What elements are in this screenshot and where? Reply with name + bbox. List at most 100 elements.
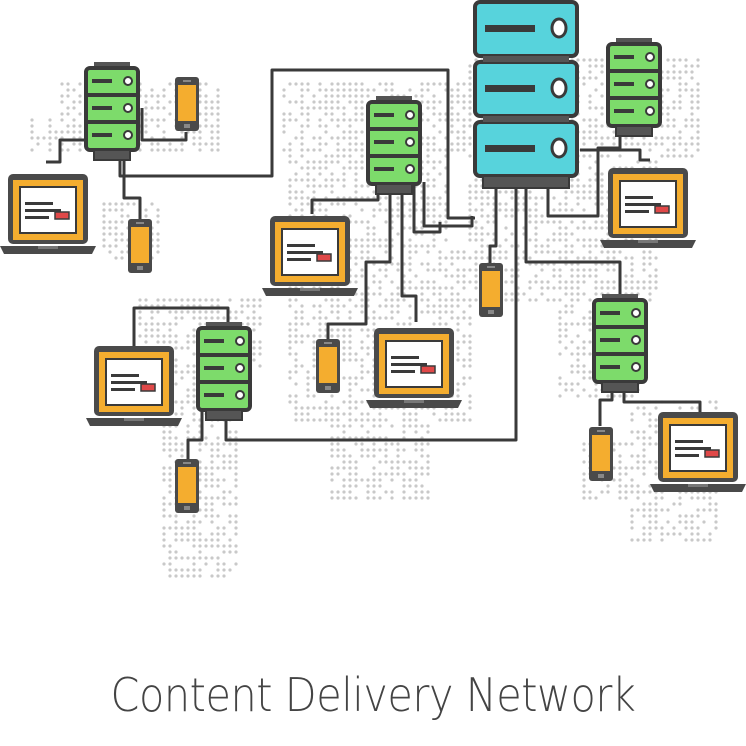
- map-dot: [192, 382, 196, 386]
- map-dot: [642, 268, 646, 272]
- map-dot: [642, 526, 646, 530]
- map-dot: [582, 82, 586, 86]
- map-dot: [372, 454, 376, 458]
- map-dot: [378, 244, 382, 248]
- map-dot: [588, 154, 592, 158]
- map-dot: [426, 250, 430, 254]
- map-dot: [348, 298, 352, 302]
- map-dot: [534, 196, 538, 200]
- map-dot: [576, 268, 580, 272]
- map-dot: [210, 448, 214, 452]
- map-dot: [306, 166, 310, 170]
- map-dot: [630, 520, 634, 524]
- map-dot: [486, 220, 490, 224]
- map-dot: [354, 172, 358, 176]
- map-dot: [354, 484, 358, 488]
- map-dot: [204, 508, 208, 512]
- map-dot: [474, 220, 478, 224]
- map-dot: [462, 286, 466, 290]
- map-dot: [678, 142, 682, 146]
- map-dot: [408, 424, 412, 428]
- map-dot: [600, 58, 604, 62]
- map-dot: [168, 148, 172, 152]
- map-dot: [156, 238, 160, 242]
- map-dot: [150, 94, 154, 98]
- map-dot: [390, 496, 394, 500]
- map-dot: [450, 106, 454, 110]
- map-dot: [330, 466, 334, 470]
- map-dot: [594, 238, 598, 242]
- map-dot: [318, 124, 322, 128]
- map-dot: [180, 130, 184, 134]
- map-dot: [630, 538, 634, 542]
- map-dot: [636, 280, 640, 284]
- map-dot: [396, 310, 400, 314]
- map-dot: [702, 508, 706, 512]
- map-dot: [216, 574, 220, 578]
- map-dot: [342, 202, 346, 206]
- map-dot: [330, 100, 334, 104]
- map-dot: [360, 328, 364, 332]
- map-dot: [162, 106, 166, 110]
- map-dot: [588, 118, 592, 122]
- map-dot: [66, 82, 70, 86]
- map-dot: [234, 502, 238, 506]
- map-dot: [588, 322, 592, 326]
- map-dot: [576, 394, 580, 398]
- map-dot: [666, 136, 670, 140]
- map-dot: [582, 496, 586, 500]
- map-dot: [234, 466, 238, 470]
- map-dot: [594, 136, 598, 140]
- map-dot: [120, 238, 124, 242]
- map-dot: [630, 142, 634, 146]
- map-dot: [408, 238, 412, 242]
- map-dot: [426, 82, 430, 86]
- map-dot: [216, 94, 220, 98]
- map-dot: [594, 58, 598, 62]
- map-dot: [186, 334, 190, 338]
- map-dot: [360, 442, 364, 446]
- map-dot: [474, 274, 478, 278]
- map-dot: [384, 316, 388, 320]
- map-dot: [300, 148, 304, 152]
- map-dot: [576, 202, 580, 206]
- map-dot: [648, 514, 652, 518]
- map-dot: [426, 304, 430, 308]
- map-dot: [696, 526, 700, 530]
- map-dot: [462, 268, 466, 272]
- map-dot: [426, 268, 430, 272]
- map-dot: [648, 520, 652, 524]
- map-dot: [216, 106, 220, 110]
- map-dot: [342, 484, 346, 488]
- map-dot: [234, 520, 238, 524]
- map-dot: [576, 280, 580, 284]
- map-dot: [438, 322, 442, 326]
- map-dot: [174, 358, 178, 362]
- map-dot: [606, 268, 610, 272]
- map-dot: [192, 364, 196, 368]
- map-dot: [324, 100, 328, 104]
- map-dot: [204, 118, 208, 122]
- map-dot: [222, 496, 226, 500]
- map-dot: [408, 226, 412, 230]
- map-dot: [426, 208, 430, 212]
- map-dot: [306, 334, 310, 338]
- map-dot: [432, 214, 436, 218]
- map-dot: [132, 202, 136, 206]
- map-dot: [576, 292, 580, 296]
- map-dot: [348, 88, 352, 92]
- map-dot: [684, 124, 688, 128]
- map-dot: [588, 310, 592, 314]
- map-dot: [174, 346, 178, 350]
- map-dot: [570, 364, 574, 368]
- map-dot: [210, 466, 214, 470]
- map-dot: [474, 298, 478, 302]
- map-dot: [342, 448, 346, 452]
- map-dot: [396, 442, 400, 446]
- map-dot: [648, 418, 652, 422]
- map-dot: [216, 142, 220, 146]
- map-dot: [360, 346, 364, 350]
- map-dot: [348, 454, 352, 458]
- map-dot: [414, 250, 418, 254]
